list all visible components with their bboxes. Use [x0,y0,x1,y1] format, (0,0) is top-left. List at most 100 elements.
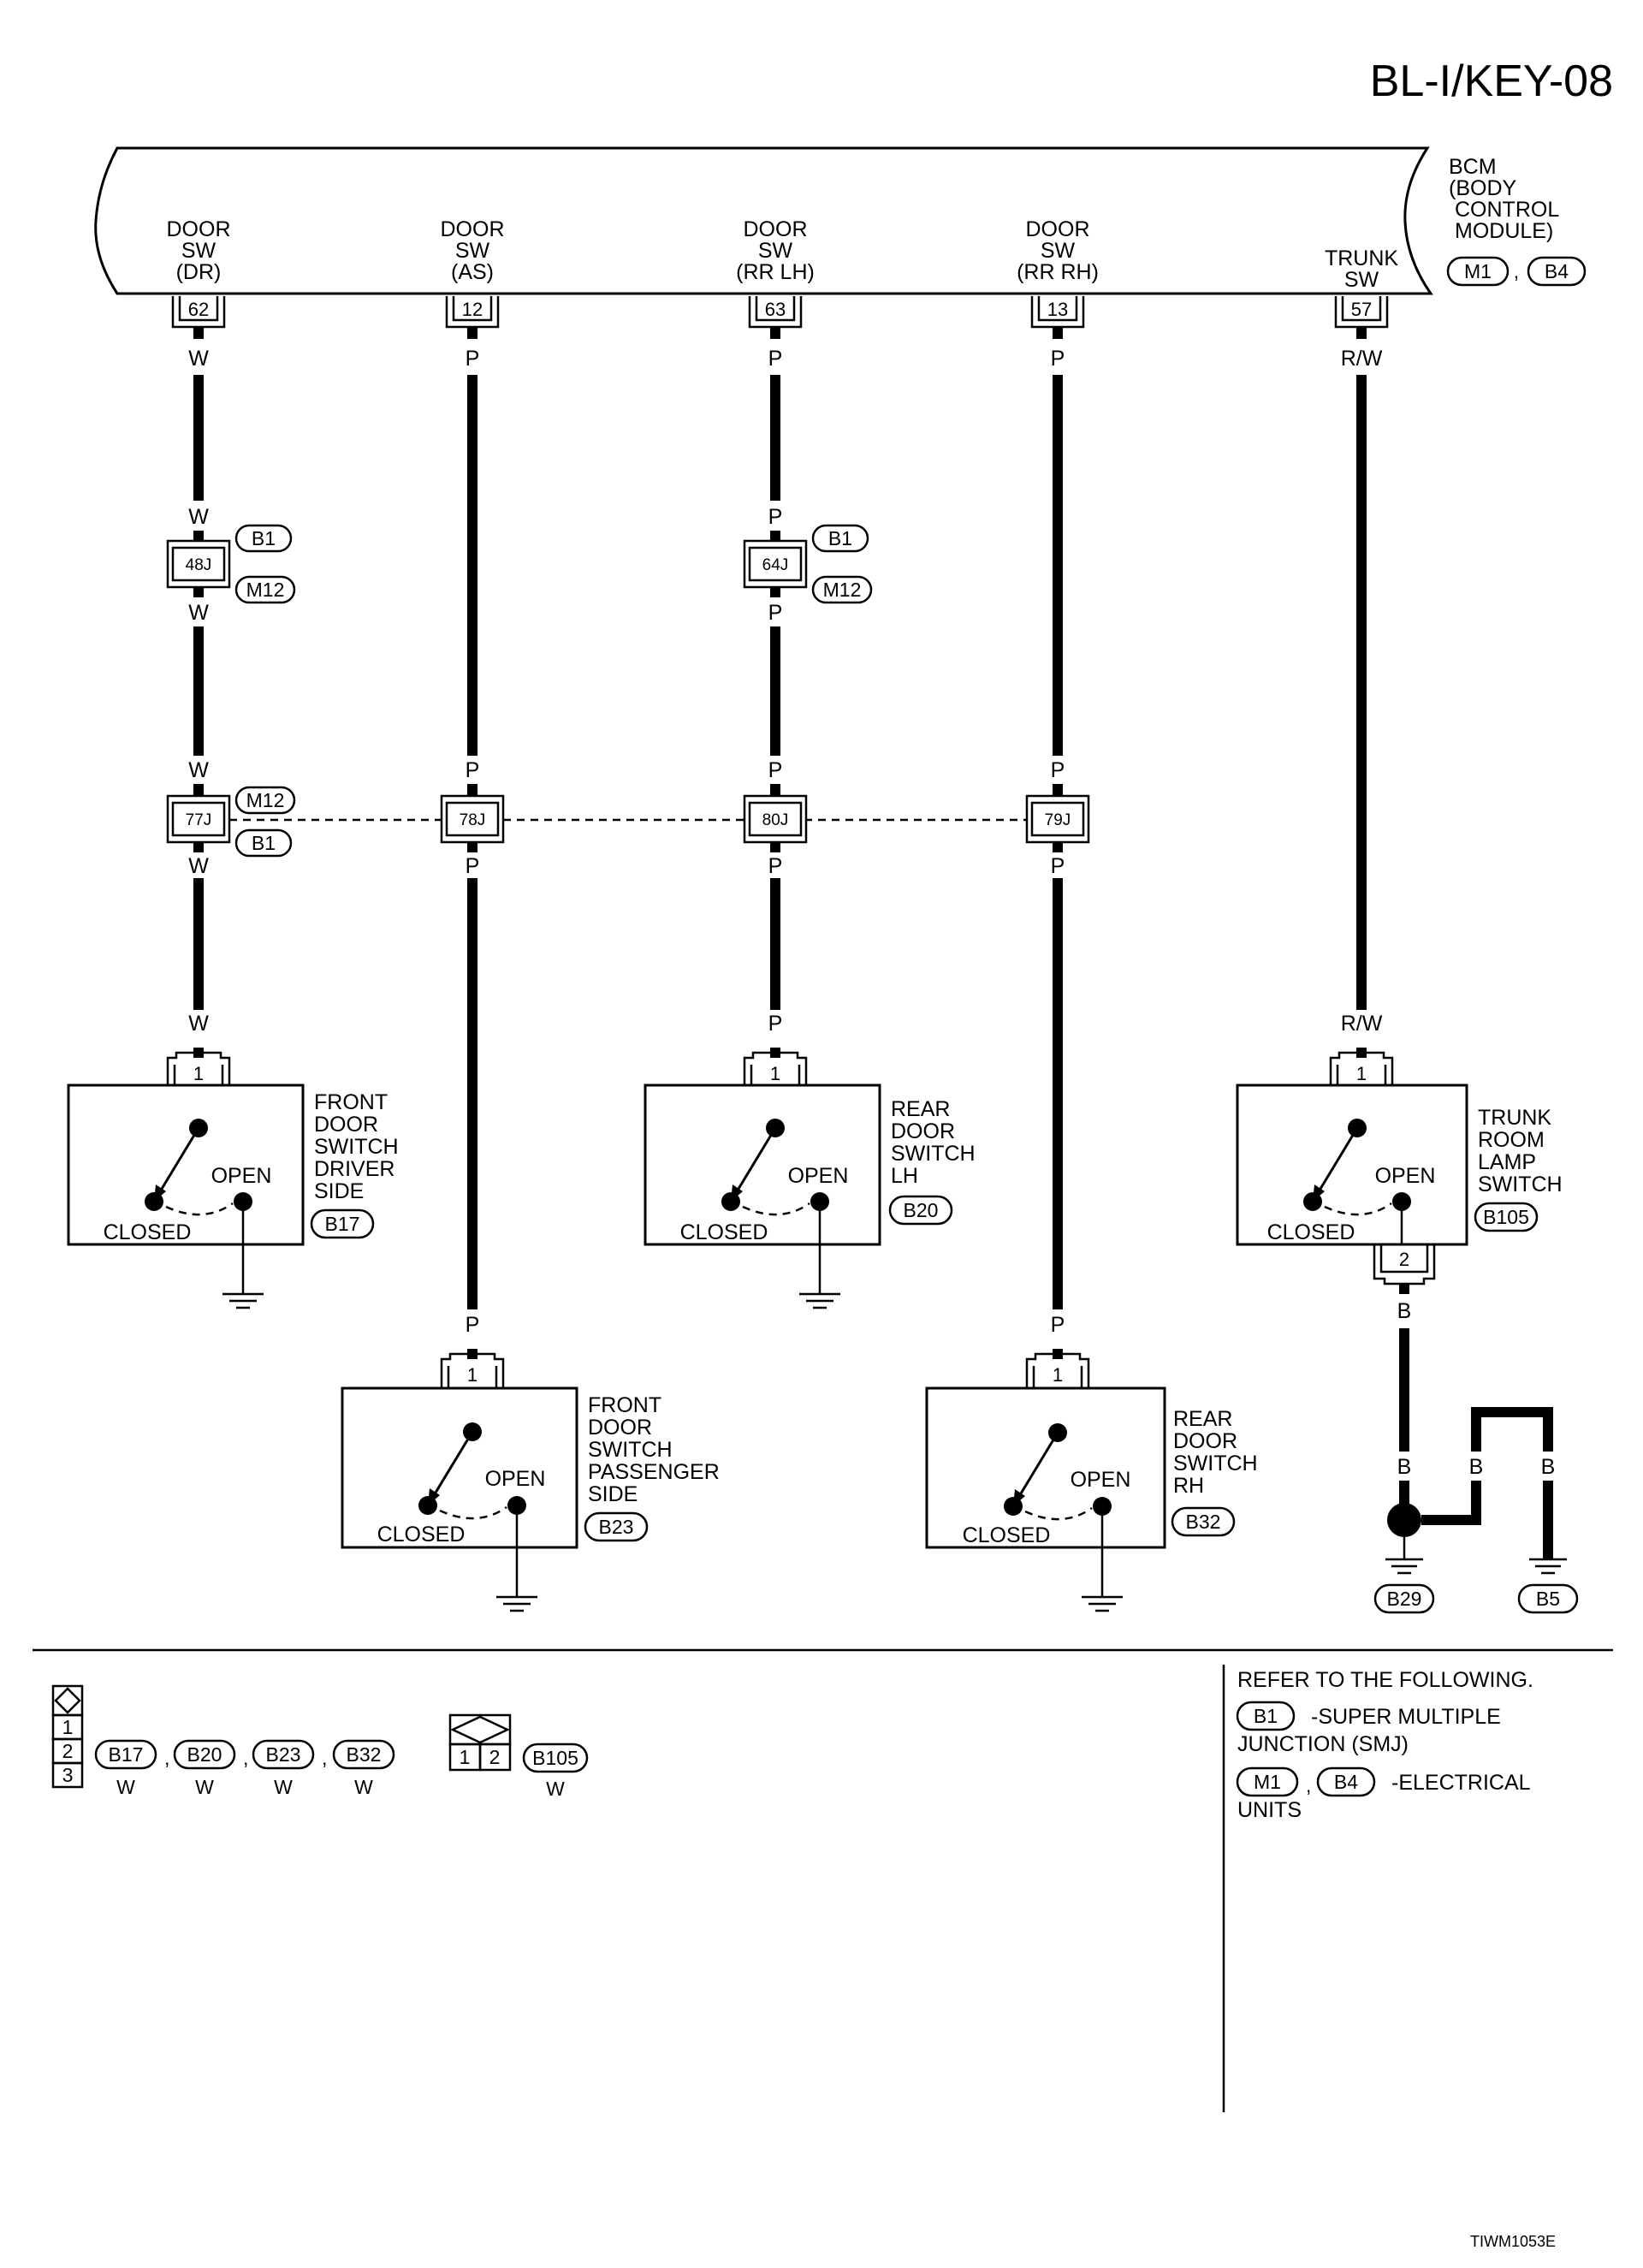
svg-text:TRUNK: TRUNK [1325,246,1398,270]
svg-text:SIDE: SIDE [314,1179,364,1203]
svg-text:(DR): (DR) [176,260,222,284]
junction-48j-id: 48J [186,556,212,574]
svg-text:B17: B17 [325,1213,360,1235]
svg-text:B20: B20 [904,1199,939,1221]
svg-text:P: P [466,854,480,878]
figure-code: TIWM1053E [1470,2233,1556,2250]
svg-text:P: P [768,347,783,371]
svg-text:DOOR: DOOR [1026,217,1090,241]
bcm-terminal-trunk: TRUNK SW 57 [1325,246,1398,329]
bcm-label-line2: (BODY [1449,176,1517,200]
svg-text:B32: B32 [1186,1511,1221,1533]
svg-text:W: W [116,1776,135,1798]
svg-text:2: 2 [62,1740,74,1762]
svg-text:B23: B23 [266,1743,301,1766]
svg-text:SWITCH: SWITCH [891,1142,976,1166]
svg-text:P: P [466,347,480,371]
svg-text:W: W [195,1776,214,1798]
svg-text:,: , [1514,260,1519,282]
ground-b5: B B5 [1517,1455,1579,1614]
wire-dr: W [188,328,209,1058]
svg-text:-ELECTRICAL: -ELECTRICAL [1391,1771,1531,1795]
svg-text:CLOSED: CLOSED [680,1220,768,1244]
svg-text:(RR LH): (RR LH) [736,260,815,284]
svg-text:REAR: REAR [1173,1407,1232,1431]
svg-text:SWITCH: SWITCH [314,1135,399,1159]
wire-rr-rh: P [1051,328,1065,1359]
switch-front-door-passenger: P 1 OPEN CLOSED FRONT DOOR SWITCH PASSEN… [341,1313,720,1612]
svg-text:REAR: REAR [891,1097,950,1121]
svg-text:W: W [546,1778,565,1800]
svg-text:W: W [188,758,209,782]
svg-text:B17: B17 [109,1743,144,1766]
wire-trunk: R/W [1341,328,1383,1058]
svg-text:ROOM: ROOM [1478,1128,1545,1152]
svg-text:B20: B20 [187,1743,222,1766]
bcm-terminal-as: DOOR SW (AS) 12 [441,217,505,329]
svg-text:P: P [1051,347,1065,371]
bcm-pin-62: 62 [188,299,209,320]
svg-text:OPEN: OPEN [211,1164,272,1188]
switch-front-door-driver: W 1 OPEN CLOSED FRONT DOOR SWITCH DRIVER… [67,1012,399,1309]
svg-text:M1: M1 [1254,1771,1281,1793]
svg-text:DOOR: DOOR [314,1113,378,1137]
svg-text:B29: B29 [1387,1588,1422,1610]
bcm-pin-57: 57 [1351,299,1372,320]
switch-rear-door-rh: P 1 OPEN CLOSED REAR DOOR SWITCH RH B32 [925,1313,1258,1612]
svg-text:,: , [322,1747,327,1769]
bcm-label-line3: CONTROL [1455,198,1559,222]
junction-80j: P 80J P [743,758,808,878]
svg-text:M12: M12 [246,789,285,811]
svg-text:JUNCTION (SMJ): JUNCTION (SMJ) [1237,1732,1409,1756]
svg-text:CLOSED: CLOSED [963,1523,1051,1547]
svg-text:1: 1 [62,1716,74,1738]
bcm-connector-m1: M1 [1464,260,1492,282]
bcm-terminal-rr-lh: DOOR SW (RR LH) 63 [736,217,815,329]
svg-text:FRONT: FRONT [588,1393,661,1417]
wire-rr-lh: P [768,328,783,1058]
junction-79j-id: 79J [1045,811,1071,829]
svg-text:CLOSED: CLOSED [1267,1220,1355,1244]
svg-text:RH: RH [1173,1474,1204,1498]
svg-text:LAMP: LAMP [1478,1150,1536,1174]
junction-64j-id: 64J [762,556,789,574]
svg-text:1: 1 [467,1364,477,1386]
svg-text:DOOR: DOOR [1173,1429,1237,1453]
junction-64j: P 64J P B1 M12 [743,505,873,625]
svg-text:,: , [1306,1774,1311,1796]
svg-text:TRUNK: TRUNK [1478,1106,1551,1130]
svg-text:2: 2 [1399,1249,1409,1270]
bcm-module: BCM (BODY CONTROL MODULE) M1 , B4 [94,146,1587,295]
svg-text:M12: M12 [246,579,285,601]
svg-text:B: B [1469,1455,1484,1479]
svg-text:OPEN: OPEN [485,1467,546,1491]
svg-text:OPEN: OPEN [1071,1468,1131,1492]
svg-text:B5: B5 [1536,1588,1560,1610]
bcm-connector-b4: B4 [1545,260,1569,282]
svg-text:DOOR: DOOR [588,1416,652,1440]
svg-text:-SUPER MULTIPLE: -SUPER MULTIPLE [1311,1705,1501,1729]
svg-text:B105: B105 [532,1747,578,1769]
svg-text:P: P [768,758,783,782]
svg-text:REFER TO THE FOLLOWING.: REFER TO THE FOLLOWING. [1237,1668,1533,1692]
svg-text:PASSENGER: PASSENGER [588,1460,720,1484]
svg-text:3: 3 [62,1764,74,1786]
svg-text:P: P [466,758,480,782]
svg-text:W: W [188,505,209,529]
svg-text:B105: B105 [1483,1206,1529,1228]
bcm-pin-63: 63 [765,299,786,320]
svg-text:P: P [768,505,783,529]
svg-text:B1: B1 [828,527,852,549]
svg-text:P: P [768,1012,783,1036]
svg-text:W: W [188,347,209,371]
svg-text:CLOSED: CLOSED [104,1220,192,1244]
junction-78j: P 78J P [440,758,505,878]
connector-legend-2pin: 1 2 B105 W [448,1713,589,1800]
switch-rear-door-lh: P 1 OPEN CLOSED REAR DOOR SWITCH LH B20 [644,1012,976,1309]
ground-joint-wire: B [1421,1407,1553,1525]
refer-section: REFER TO THE FOLLOWING. B1 -SUPER MULTIP… [1236,1668,1533,1822]
svg-text:B4: B4 [1334,1771,1358,1793]
svg-text:B32: B32 [347,1743,382,1766]
svg-text:OPEN: OPEN [788,1164,849,1188]
